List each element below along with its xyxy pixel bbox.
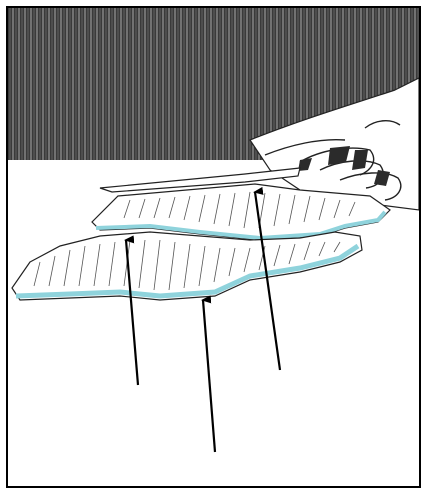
arrow-middle-edge [203,300,215,452]
